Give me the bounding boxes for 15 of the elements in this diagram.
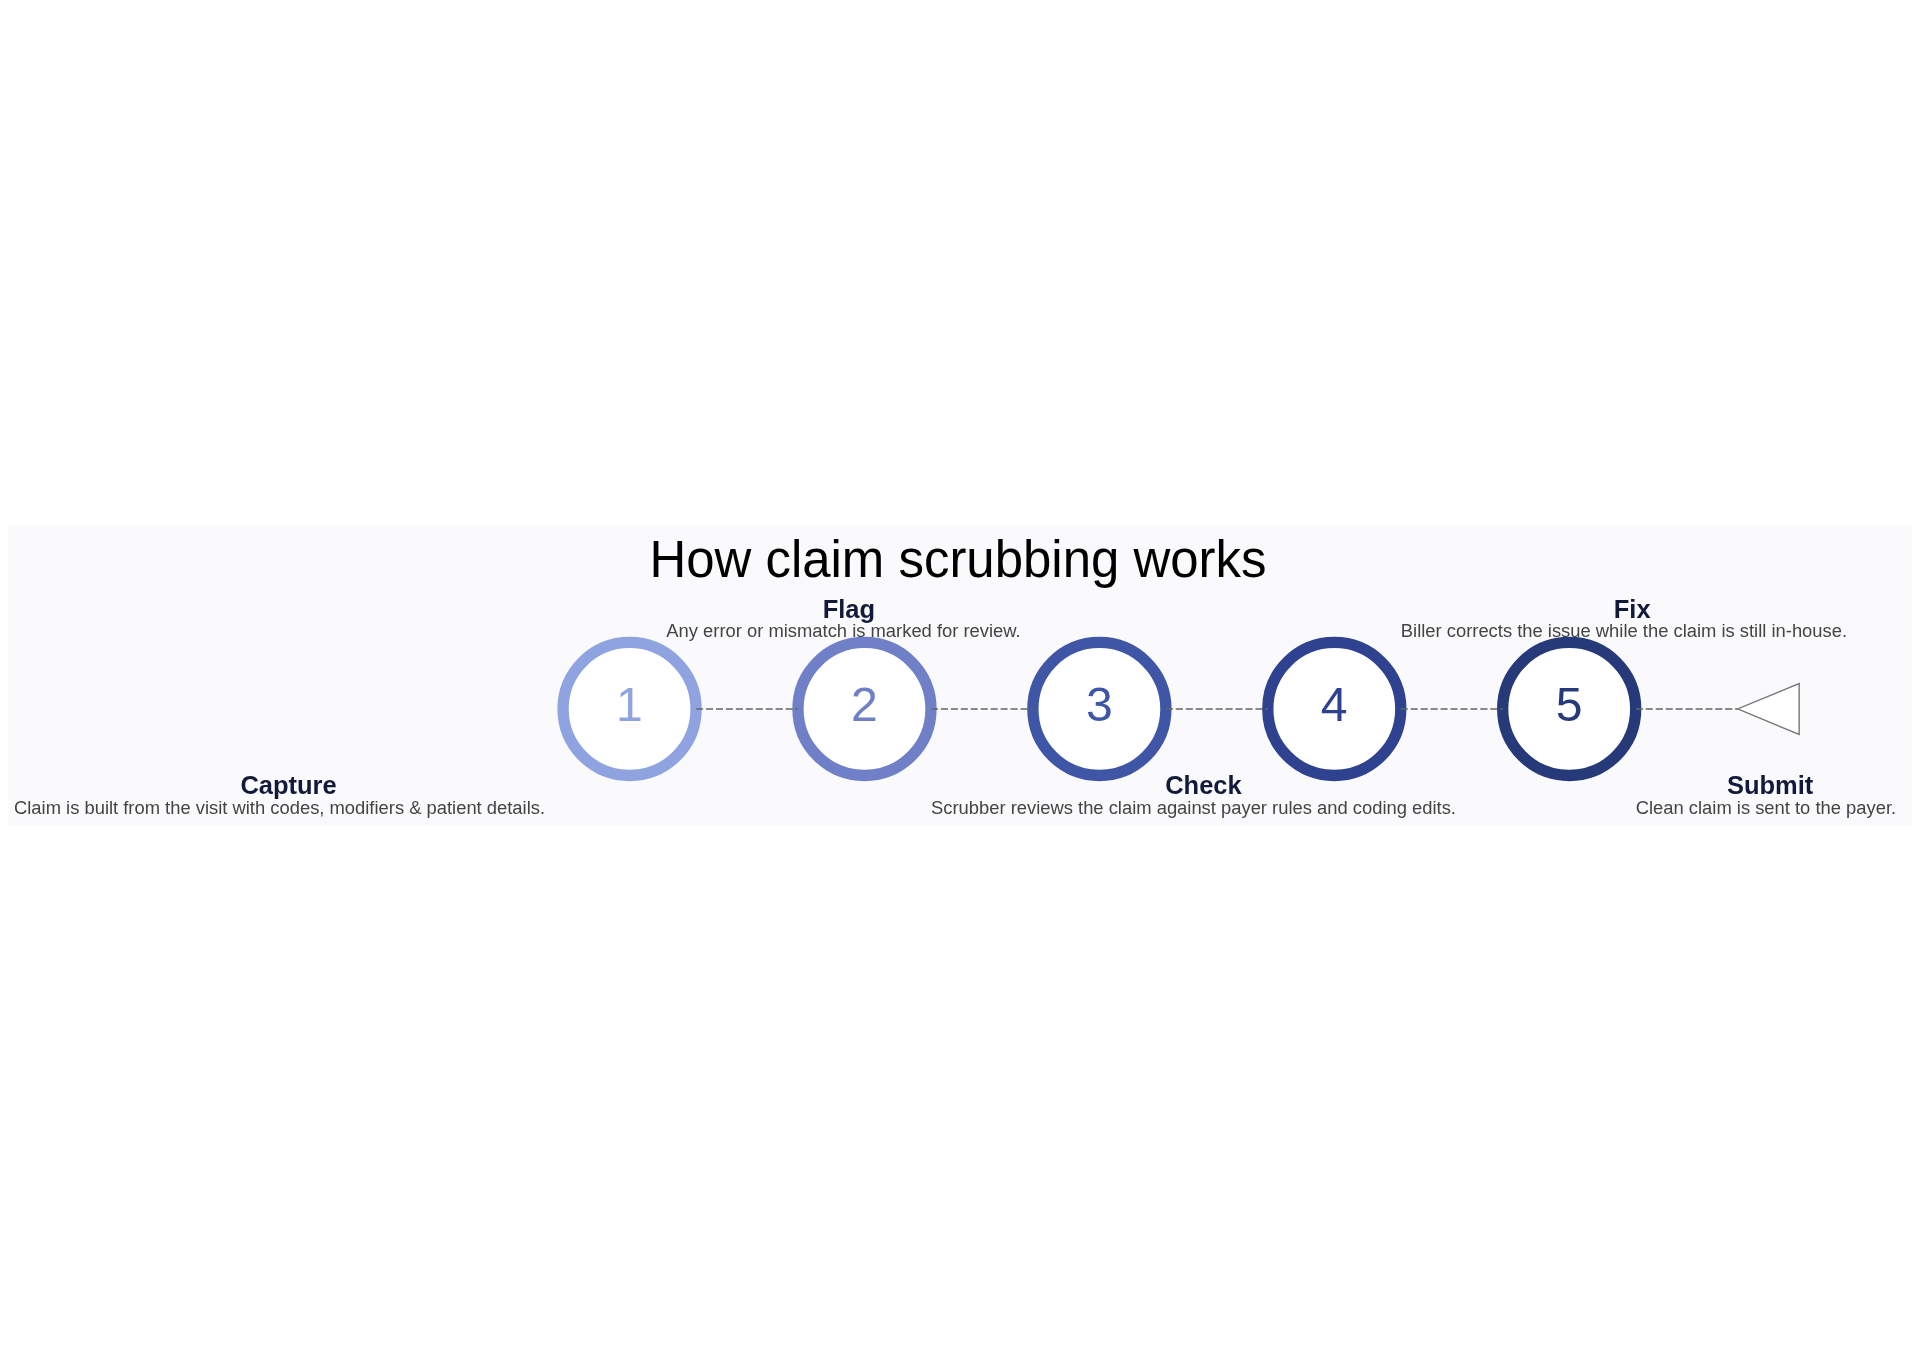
diagram-title: How claim scrubbing works	[649, 531, 1267, 589]
connector	[1165, 708, 1269, 710]
node-circle: 4	[1262, 636, 1407, 782]
node-label: Scrubber reviews the claim against payer rules and coding edits.	[930, 797, 1456, 819]
node-label: Submit	[1726, 771, 1814, 800]
connector	[1400, 708, 1504, 710]
node-circle: 2	[792, 636, 937, 782]
node-circle: 5	[1497, 636, 1642, 782]
picture	[1735, 682, 1800, 736]
connector	[695, 708, 799, 710]
node-label: Fix	[1613, 594, 1651, 623]
connector	[930, 708, 1034, 710]
connector	[1635, 708, 1739, 710]
node-label: Capture	[240, 771, 337, 800]
node-label: Clean claim is sent to the payer.	[1635, 797, 1897, 819]
